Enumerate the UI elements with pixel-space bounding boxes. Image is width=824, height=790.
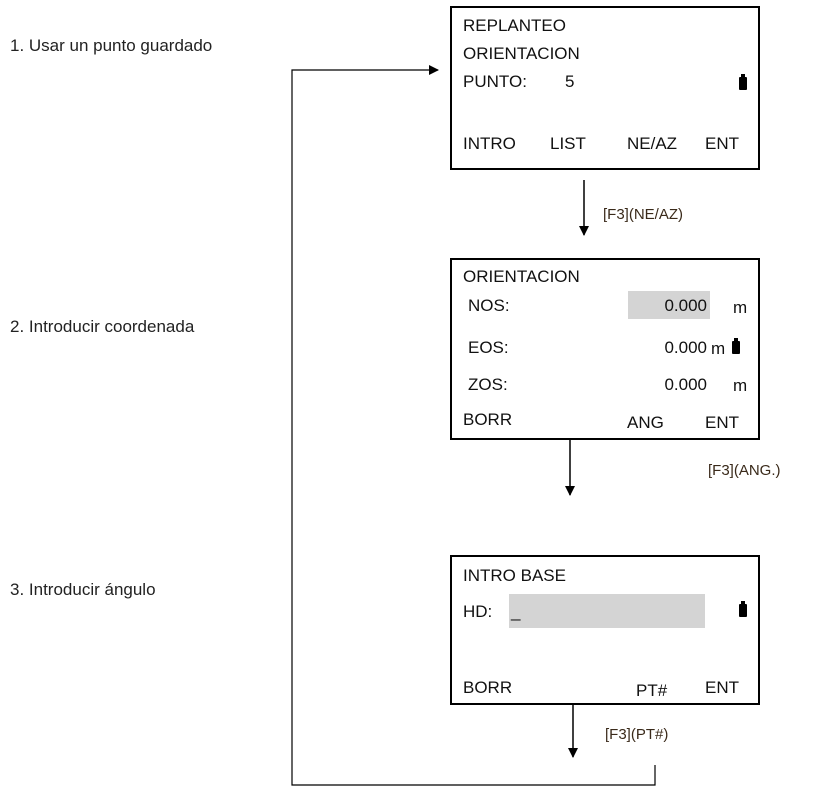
point-label: PUNTO: — [463, 72, 527, 91]
screen-title: INTRO BASE — [463, 566, 566, 585]
key-hint: [F3](NE/AZ) — [603, 206, 684, 223]
screen-subtitle: ORIENTACION — [463, 44, 580, 63]
softkey-ent[interactable]: ENT — [705, 413, 739, 432]
eos-field[interactable]: 0.000 — [664, 338, 707, 357]
input-highlight — [509, 594, 705, 628]
eos-label: EOS: — [468, 338, 509, 357]
softkey-ne-az[interactable]: NE/AZ — [627, 134, 678, 153]
nos-field[interactable]: 0.000 — [664, 296, 707, 315]
softkey-ent[interactable]: ENT — [705, 134, 739, 153]
softkey-intro[interactable]: INTRO — [463, 134, 516, 153]
loop-back-line — [291, 65, 656, 786]
step-label: 3. Introducir ángulo — [10, 580, 156, 599]
step-label: 1. Usar un punto guardado — [10, 36, 213, 55]
screen-coordinate-input: ORIENTACION NOS: 0.000 m EOS: 0.000 m ZO… — [450, 258, 760, 440]
battery-icon — [739, 74, 747, 90]
softkey-pt[interactable]: PT# — [636, 681, 668, 700]
screen-title: ORIENTACION — [463, 267, 580, 286]
unit: m — [733, 376, 748, 395]
input-highlight — [628, 291, 710, 319]
softkey-borr[interactable]: BORR — [463, 678, 513, 697]
battery-icon — [732, 338, 740, 354]
nos-label: NOS: — [468, 296, 510, 315]
softkey-borr[interactable]: BORR — [463, 410, 513, 429]
screen-title: REPLANTEO — [463, 16, 566, 35]
unit: m — [733, 298, 748, 317]
screen-orientation-point: REPLANTEO ORIENTACION PUNTO: 5 INTRO LIS… — [450, 6, 760, 170]
step-label: 2. Introducir coordenada — [10, 317, 195, 336]
hd-input-cursor[interactable]: _ — [511, 602, 521, 621]
key-hint: [F3](ANG.) — [708, 462, 781, 479]
hd-label: HD: — [463, 602, 493, 621]
zos-field[interactable]: 0.000 — [664, 375, 707, 394]
screen-angle-input: INTRO BASE HD: _ BORR PT# ENT — [450, 555, 760, 705]
key-hint: [F3](PT#) — [605, 726, 669, 743]
softkey-ang[interactable]: ANG — [627, 413, 664, 432]
unit: m — [711, 339, 726, 358]
battery-icon — [739, 601, 747, 617]
point-value: 5 — [565, 72, 575, 91]
softkey-list[interactable]: LIST — [550, 134, 586, 153]
zos-label: ZOS: — [468, 375, 508, 394]
softkey-ent[interactable]: ENT — [705, 678, 739, 697]
